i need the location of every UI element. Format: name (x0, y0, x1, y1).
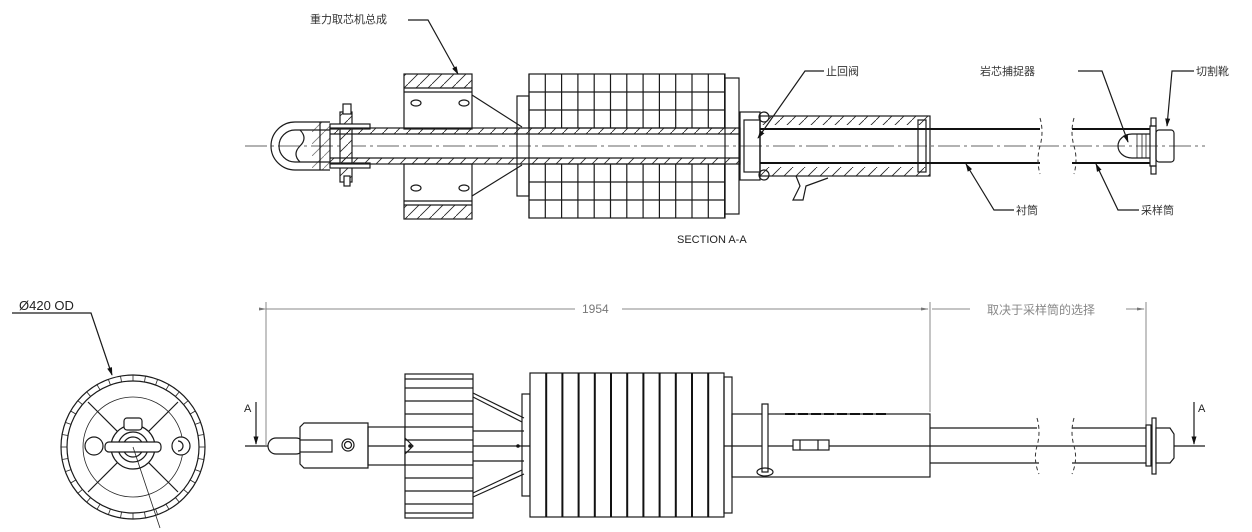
side-view: 1954 取决于采样筒的选择 A A (244, 302, 1206, 519)
rim-tooth (197, 434, 204, 436)
break-line-left (1037, 117, 1043, 175)
section-marker-right: A (1191, 402, 1206, 445)
section-letter-left: A (244, 403, 252, 415)
section-caption: SECTION A-A (677, 234, 747, 246)
break-line-right (1071, 117, 1077, 175)
label-core-catcher: 岩芯捕捉器 (980, 64, 1035, 78)
rim-tooth (165, 503, 170, 510)
fin-drum (404, 373, 525, 519)
rim-tooth (197, 458, 204, 460)
dimension-variable-value: 取决于采样筒的选择 (987, 302, 1095, 317)
stabilizer-fins (403, 73, 523, 220)
sampling-tube-end (1072, 117, 1175, 175)
section-marker-left: A (244, 402, 259, 445)
callout-check-valve: 止回阀 (757, 64, 859, 139)
lifting-bail (270, 121, 330, 171)
rim-tooth (65, 421, 72, 425)
rim-tooth (96, 503, 101, 510)
callout-sampling-tube: 采样筒 (1095, 163, 1174, 217)
rim-tooth (183, 489, 189, 494)
dimension-main-value: 1954 (582, 302, 609, 316)
label-sampling-tube: 采样筒 (1141, 203, 1174, 217)
label-liner: 衬筒 (1016, 203, 1038, 217)
weight-stack-section (516, 73, 740, 219)
rim-tooth (65, 469, 72, 473)
rim-tooth (144, 376, 146, 383)
bail-side (267, 437, 305, 455)
weight-stack-side (521, 372, 733, 518)
rim-tooth (62, 434, 69, 436)
rim-tooth (77, 489, 83, 494)
rim-tooth (62, 458, 69, 460)
liner-tube (760, 128, 1040, 164)
rim-tooth (189, 479, 196, 484)
cutting-shoe-side (1155, 427, 1175, 464)
rim-tooth (77, 400, 83, 405)
callout-assembly: 重力取芯机总成 (310, 12, 459, 75)
rim-tooth (155, 508, 159, 515)
rim-tooth (86, 391, 91, 397)
end-view (60, 374, 206, 529)
label-cutting-shoe: 切割靴 (1196, 64, 1229, 78)
rim-tooth (107, 508, 111, 515)
dimension-1954: 1954 (258, 302, 931, 446)
section-view (245, 73, 1205, 220)
shackle-pin (329, 103, 371, 187)
callout-core-catcher: 岩芯捕捉器 (980, 64, 1129, 143)
outer-tube-section (759, 115, 931, 201)
callout-liner: 衬筒 (965, 163, 1038, 217)
rim-tooth (96, 384, 101, 391)
rim-tooth (183, 400, 189, 405)
dimension-variable: 取决于采样筒的选择 (932, 302, 1147, 430)
rim-tooth (120, 376, 122, 383)
rim-tooth (120, 511, 122, 518)
callout-cutting-shoe: 切割靴 (1165, 64, 1229, 127)
rim-tooth (175, 391, 180, 397)
rim-tooth (189, 410, 196, 415)
label-assembly: 重力取芯机总成 (310, 12, 387, 26)
rim-tooth (70, 410, 77, 415)
rim-tooth (144, 511, 146, 518)
section-letter-right: A (1198, 403, 1206, 415)
diameter-callout: Ø420 OD (12, 298, 113, 376)
outer-tube-side (731, 403, 931, 478)
rim-tooth (165, 384, 170, 391)
rim-tooth (194, 421, 201, 425)
bolt-icon (341, 438, 355, 452)
rim-tooth (175, 497, 180, 503)
rim-tooth (155, 379, 159, 386)
sampling-tube-side (930, 417, 1175, 475)
diameter-label: Ø420 OD (19, 298, 74, 313)
rim-tooth (107, 379, 111, 386)
rim-tooth (86, 497, 91, 503)
rim-tooth (194, 469, 201, 473)
label-check-valve: 止回阀 (826, 64, 859, 78)
rim-tooth (70, 479, 77, 484)
head-block (299, 422, 369, 469)
